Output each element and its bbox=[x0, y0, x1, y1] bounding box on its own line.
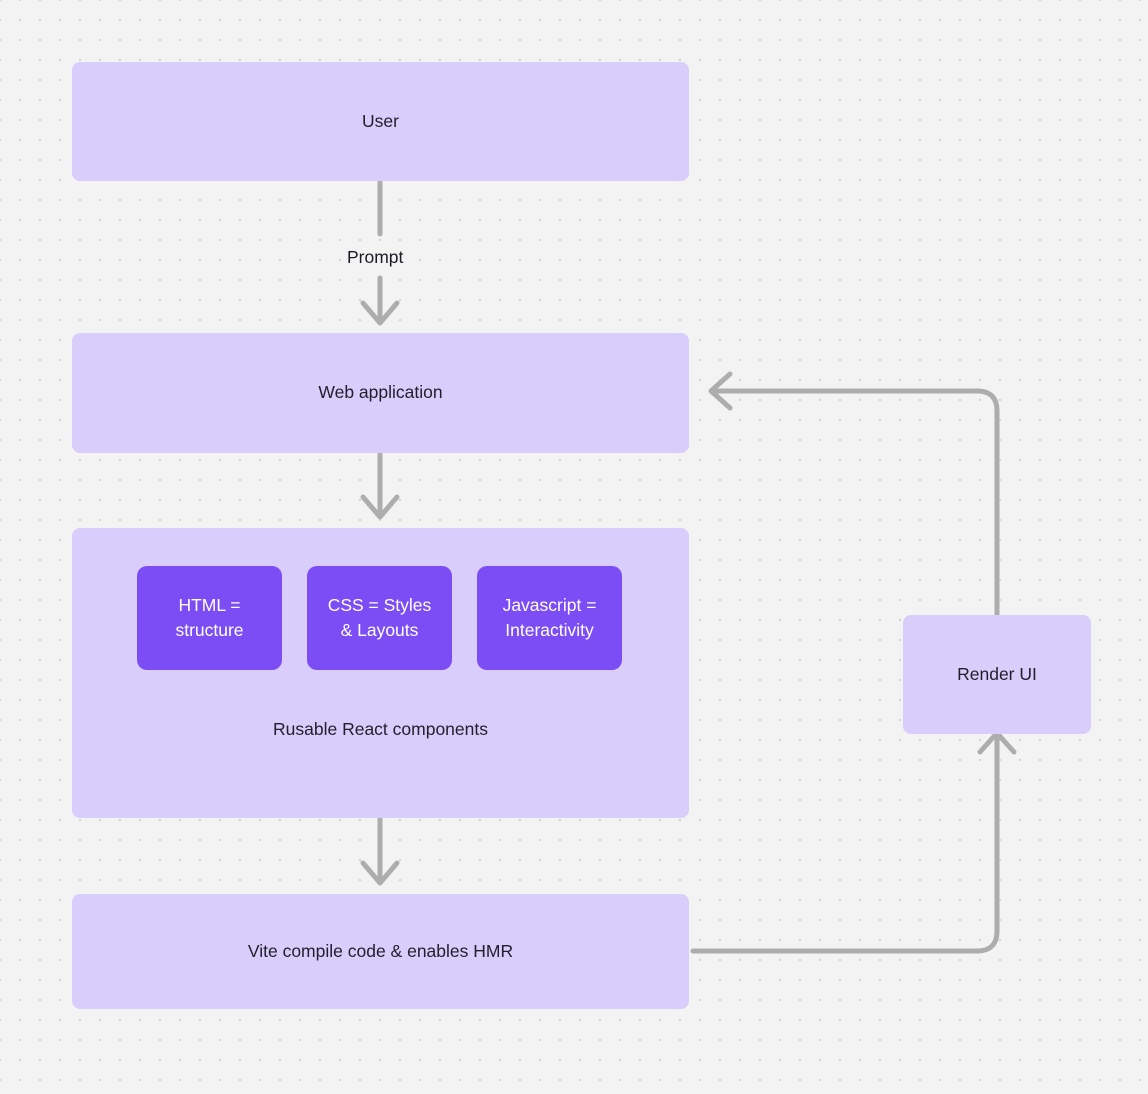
node-user-label: User bbox=[362, 110, 399, 131]
node-component-group-label-text: Rusable React components bbox=[273, 719, 488, 739]
node-render-ui[interactable]: Render UI bbox=[903, 615, 1091, 734]
node-javascript-label-line2: Interactivity bbox=[505, 620, 594, 640]
node-html-label-line2: structure bbox=[175, 620, 244, 640]
node-css-label-line2: & Layouts bbox=[340, 620, 419, 640]
node-javascript[interactable]: Javascript = Interactivity bbox=[477, 566, 622, 670]
edge-label-prompt-text: Prompt bbox=[347, 247, 404, 267]
node-user[interactable]: User bbox=[72, 62, 689, 181]
arrowhead-down-components bbox=[360, 494, 400, 520]
arrowhead-left-web-application bbox=[708, 371, 733, 411]
node-html-label-line1: HTML = bbox=[178, 595, 241, 616]
node-web-application[interactable]: Web application bbox=[72, 333, 689, 453]
node-javascript-label-line1: Javascript = bbox=[502, 595, 597, 616]
node-vite-label: Vite compile code & enables HMR bbox=[247, 940, 514, 961]
arrowhead-down-vite bbox=[360, 860, 400, 886]
node-css-label-line1: CSS = Styles bbox=[327, 595, 432, 616]
node-css[interactable]: CSS = Styles & Layouts bbox=[307, 566, 452, 670]
node-web-application-label: Web application bbox=[318, 382, 443, 403]
edge-render-ui-to-web-application bbox=[709, 388, 1000, 617]
edge-vite-to-render-ui bbox=[690, 731, 1000, 954]
arrowhead-up-render-ui bbox=[977, 730, 1017, 755]
node-render-ui-label: Render UI bbox=[957, 663, 1037, 684]
edge-label-prompt: Prompt bbox=[341, 245, 410, 270]
arrowhead-down-web-application bbox=[360, 300, 400, 326]
node-html[interactable]: HTML = structure bbox=[137, 566, 282, 670]
node-component-group-label: Rusable React components bbox=[72, 719, 689, 740]
node-vite[interactable]: Vite compile code & enables HMR bbox=[72, 894, 689, 1009]
